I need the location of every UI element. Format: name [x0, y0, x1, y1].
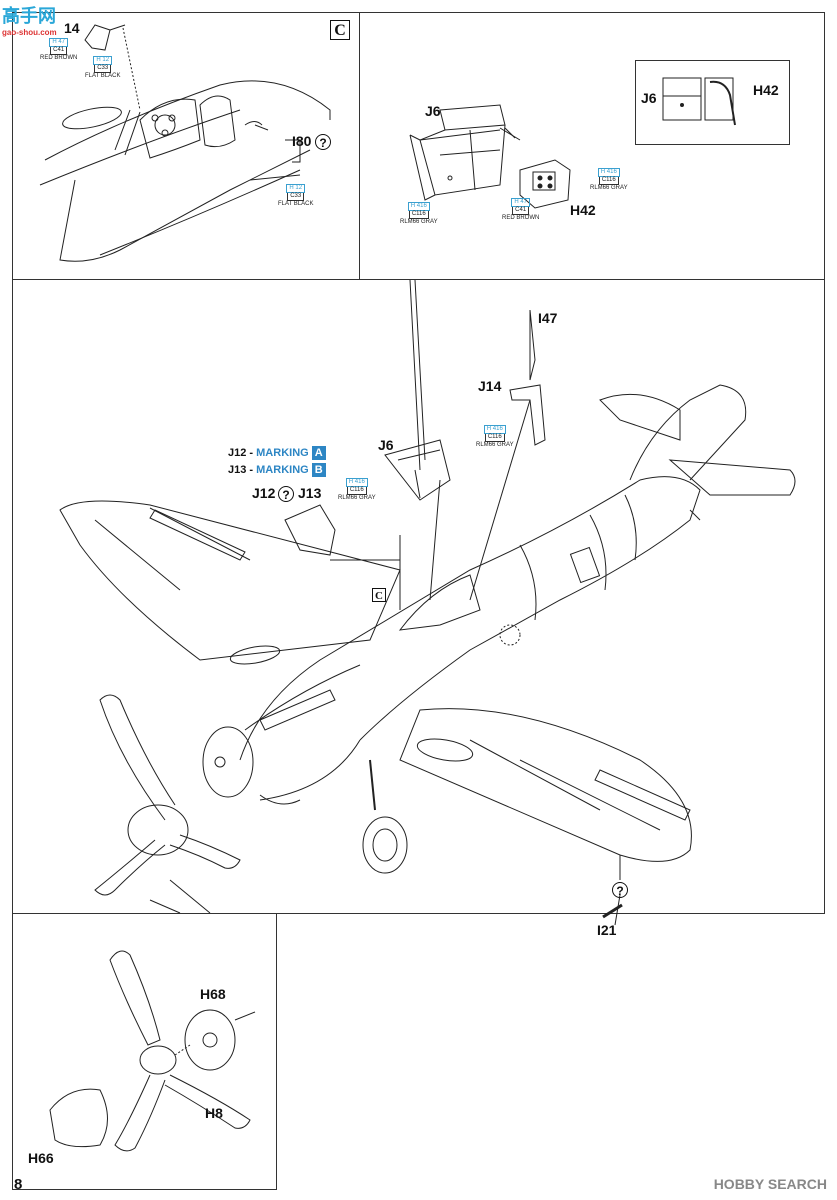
- part-j14-label: J14: [478, 378, 502, 394]
- prop-panel-frame: [12, 913, 277, 1190]
- part-h42-label: H42: [570, 202, 596, 218]
- part-14-label: 14: [64, 20, 80, 36]
- part-j12-label: J12: [252, 485, 276, 501]
- part-h68-label: H68: [200, 986, 226, 1002]
- main-frame: [12, 279, 825, 914]
- inset-canopy-drawing: [662, 77, 736, 126]
- inset-part-j6-label: J6: [641, 90, 657, 106]
- inset-part-h42-label: H42: [753, 82, 779, 98]
- paint-callout-flat-black-b: H 12 C33 FLAT BLACK: [278, 184, 314, 207]
- paint-callout-rlm66-a: H 416 C116 RLM66 GRAY: [400, 202, 438, 225]
- optional-part-icon: ?: [315, 134, 331, 150]
- part-j13-label: J13: [298, 485, 322, 501]
- optional-part-icon-j12: ?: [278, 486, 294, 502]
- paint-callout-red-brown-h42: H 47 C41 RED BROWN: [502, 198, 540, 221]
- optional-part-icon-i21: ?: [612, 882, 628, 898]
- page-number: 8: [14, 1176, 23, 1193]
- paint-callout-flat-black-a: H 12 C33 FLAT BLACK: [85, 56, 121, 79]
- marking-a-badge: A: [311, 446, 326, 460]
- paint-callout-red-brown-c: H 47 C41 RED BROWN: [40, 38, 78, 61]
- part-h66-label: H66: [28, 1150, 54, 1166]
- paint-callout-rlm66-j14: H 416 C116 RLM66 GRAY: [476, 425, 514, 448]
- marking-b-badge: B: [311, 463, 326, 477]
- armor-plate-h42-drawing: [499, 127, 571, 209]
- propeller-detail-drawing: [49, 950, 256, 1152]
- inset-j6-frame: [635, 60, 790, 145]
- part-j6-label: J6: [425, 103, 441, 119]
- watermark-logo-top: 高手网 gao-shou.com: [2, 6, 57, 37]
- cockpit-detail-drawing: [39, 24, 331, 262]
- part-i21-label: I21: [597, 922, 617, 938]
- part-i47-label: I47: [538, 310, 558, 326]
- part-i80-label: I80: [292, 133, 312, 149]
- part-j6-main-label: J6: [378, 437, 394, 453]
- watermark-hobby-search: HOBBY SEARCH: [713, 1176, 827, 1192]
- aircraft-drawing: [59, 279, 796, 926]
- panel-c-reference: C: [372, 588, 386, 602]
- paint-callout-rlm66-b: H 416 C116 RLM66 GRAY: [590, 168, 628, 191]
- panel-c-label: C: [330, 20, 350, 40]
- part-h8-label: H8: [205, 1105, 223, 1121]
- canopy-frame-j6-drawing: [409, 104, 506, 201]
- paint-callout-rlm66-j12: H 416 C116 RLM66 GRAY: [338, 478, 376, 501]
